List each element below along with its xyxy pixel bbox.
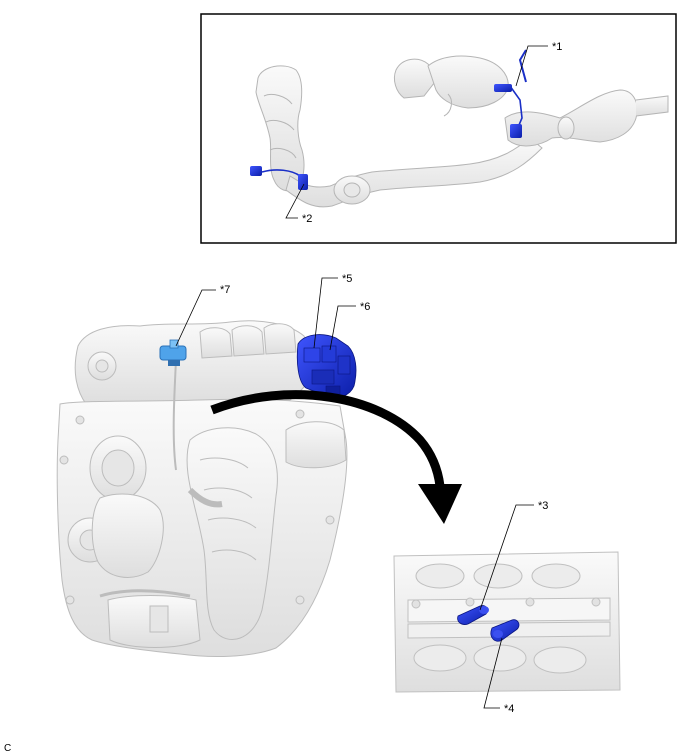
leader-line-6 bbox=[329, 305, 356, 351]
leader-line-3 bbox=[479, 504, 534, 611]
direction-arrow bbox=[210, 390, 462, 524]
exhaust-inset: *1 *2 bbox=[200, 13, 677, 244]
exhaust-pipe bbox=[285, 137, 543, 208]
main-catalytic-converter bbox=[504, 89, 669, 147]
leader-line-4 bbox=[483, 637, 503, 709]
callout-3: *3 bbox=[538, 500, 548, 512]
leader-line-5 bbox=[313, 277, 338, 349]
callout-7: *7 bbox=[220, 284, 230, 296]
oxygen-sensor-2 bbox=[250, 166, 308, 190]
leader-line-7 bbox=[175, 289, 216, 347]
leader-line-1 bbox=[515, 45, 548, 87]
knock-sensor-3 bbox=[457, 605, 489, 625]
callout-4: *4 bbox=[504, 703, 514, 715]
engine-assembly bbox=[56, 320, 348, 657]
leader-line-2 bbox=[285, 183, 305, 219]
knock-sensor-4 bbox=[490, 619, 520, 642]
callout-1: *1 bbox=[552, 41, 562, 53]
figure-code: C bbox=[4, 743, 11, 754]
oxygen-sensor-1 bbox=[494, 49, 527, 138]
right-catalytic-converter bbox=[393, 55, 509, 117]
callout-5: *5 bbox=[342, 273, 352, 285]
sensor-5-6-assembly bbox=[296, 334, 357, 398]
callout-6: *6 bbox=[360, 301, 370, 313]
callout-2: *2 bbox=[302, 213, 312, 225]
sensor-7-connector bbox=[159, 339, 187, 366]
